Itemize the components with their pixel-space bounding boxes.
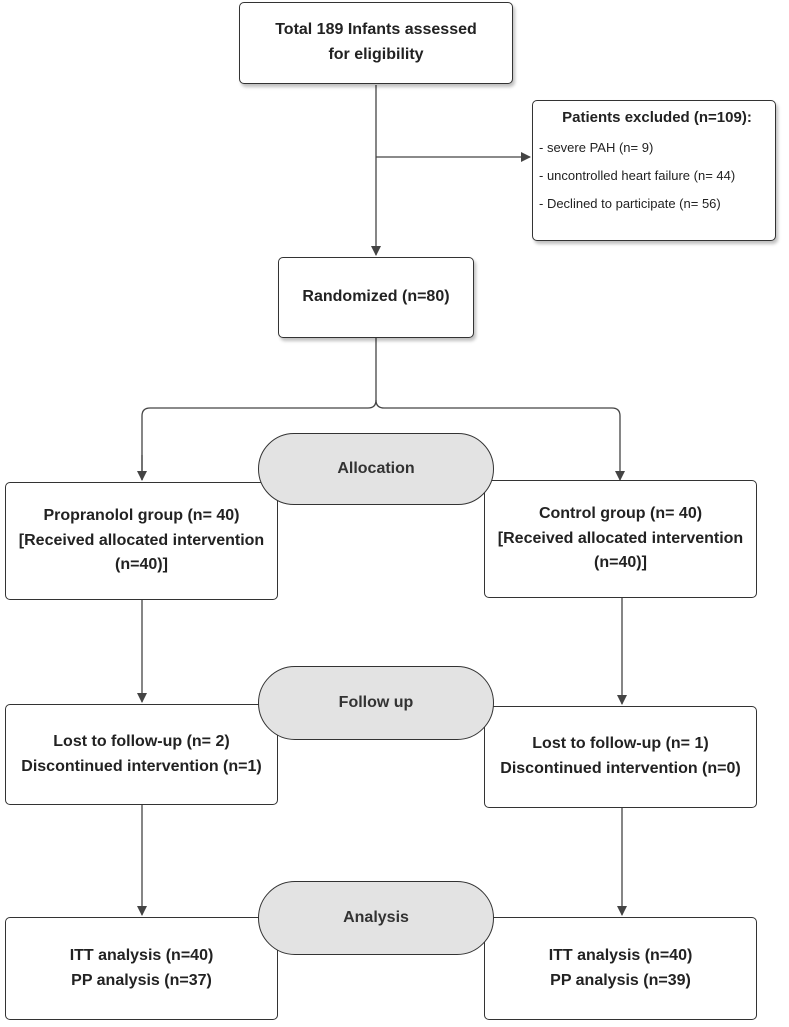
randomized-label: Randomized (n=80)	[302, 288, 450, 306]
control-followup-box: Lost to follow-up (n= 1) Discontinued in…	[484, 706, 757, 808]
propranolol-received-label: [Received allocated intervention	[18, 531, 265, 549]
branch-connector-right	[375, 399, 625, 481]
control-pp-label: PP analysis (n=39)	[550, 971, 691, 989]
excluded-box: Patients excluded (n=109): - severe PAH …	[532, 100, 776, 241]
excluded-item: - severe PAH (n= 9)	[539, 140, 654, 155]
propranolol-followup-box: Lost to follow-up (n= 2) Discontinued in…	[5, 704, 278, 805]
excluded-title: Patients excluded (n=109):	[562, 109, 752, 126]
propranolol-pp-label: PP analysis (n=37)	[71, 971, 212, 989]
followup-stage-label: Follow up	[258, 666, 494, 740]
assessed-line-1: Total 189 Infants assessed	[275, 21, 477, 39]
propranolol-received-count: (n=40)]	[115, 556, 168, 574]
control-itt-label: ITT analysis (n=40)	[548, 946, 693, 964]
propranolol-itt-label: ITT analysis (n=40)	[69, 946, 214, 964]
branch-connector	[141, 338, 377, 480]
propranolol-lost-label: Lost to follow-up (n= 2)	[53, 732, 230, 750]
allocation-stage-label: Allocation	[258, 433, 494, 505]
allocation-stage-text: Allocation	[337, 460, 415, 477]
assessed-line-2: for eligibility	[328, 46, 424, 63]
excluded-item: - Declined to participate (n= 56)	[539, 196, 721, 211]
propranolol-group-label: Propranolol group (n= 40)	[43, 506, 240, 524]
control-discontinued-label: Discontinued intervention (n=0)	[500, 760, 741, 777]
analysis-stage-text: Analysis	[343, 909, 409, 926]
control-allocation-box: Control group (n= 40) [Received allocate…	[484, 480, 757, 598]
control-lost-label: Lost to follow-up (n= 1)	[532, 735, 709, 753]
propranolol-discontinued-label: Discontinued intervention (n=1)	[21, 757, 262, 775]
control-received-count: (n=40)]	[594, 554, 647, 572]
control-received-label: [Received allocated intervention	[497, 529, 744, 547]
control-analysis-box: ITT analysis (n=40) PP analysis (n=39)	[484, 917, 757, 1020]
followup-stage-text: Follow up	[338, 694, 414, 711]
analysis-stage-label: Analysis	[258, 881, 494, 955]
control-group-label: Control group (n= 40)	[538, 504, 703, 522]
assessed-box: Total 189 Infants assessed for eligibili…	[239, 2, 513, 84]
propranolol-allocation-box: Propranolol group (n= 40) [Received allo…	[5, 482, 278, 600]
randomized-box: Randomized (n=80)	[278, 257, 474, 338]
propranolol-analysis-box: ITT analysis (n=40) PP analysis (n=37)	[5, 917, 278, 1020]
excluded-item: - uncontrolled heart failure (n= 44)	[539, 168, 736, 183]
